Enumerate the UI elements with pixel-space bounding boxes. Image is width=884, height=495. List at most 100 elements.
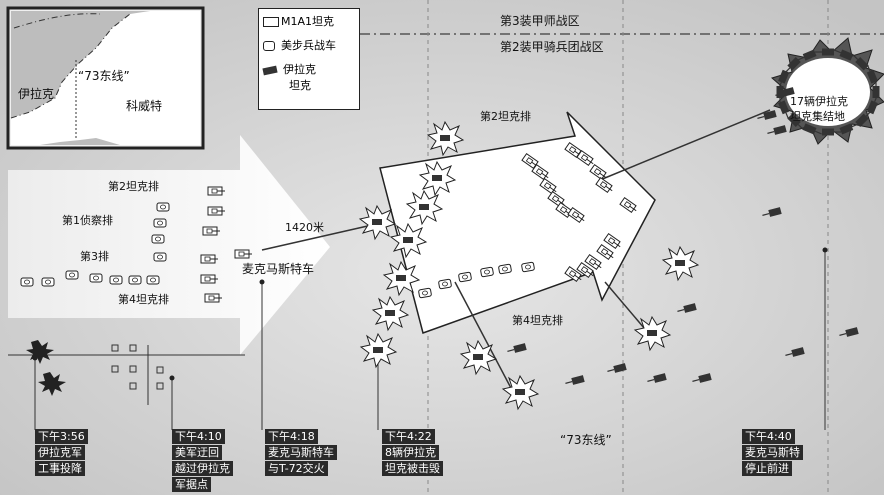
timeline-desc: 美军迂回: [172, 445, 222, 460]
ifv-marker: [109, 275, 123, 285]
ifv-marker: [480, 266, 494, 278]
timeline-time: 下午3:56: [35, 429, 88, 444]
iraqi-tank-marker: [607, 363, 627, 373]
destroyed-tank-burst: [359, 332, 398, 369]
iraqi-tank-marker: [839, 327, 859, 337]
destroyed-tank-burst: [371, 295, 410, 332]
iraqi-tank-marker: [866, 64, 878, 84]
assembly-explosion: [770, 37, 884, 145]
iraqi-tank-marker: [778, 100, 790, 120]
iraqi-tank-marker: [834, 49, 854, 61]
m1a1-tank-marker: [603, 233, 621, 249]
iraqi-tank-marker: [785, 347, 805, 357]
inset-map: [6, 6, 205, 150]
legend-ifv-row: 美步兵战车: [263, 39, 336, 52]
label-distance: 1420米: [285, 221, 324, 234]
destroyed-tank-burst: [405, 189, 444, 226]
iraqi-tank-marker: [565, 375, 585, 385]
timeline-desc: 越过伊拉克: [172, 461, 233, 476]
ifv-marker: [20, 277, 34, 287]
iraqi-tank-marker: [677, 303, 697, 313]
label-platoon4-left: 第4坦克排: [118, 293, 169, 306]
ifv-marker: [151, 234, 165, 244]
destroyed-tank-burst: [382, 260, 421, 297]
label-assembly-1: 17辆伊拉克: [790, 95, 848, 108]
iraqi-tank-marker: [692, 373, 712, 383]
ifv-marker: [418, 287, 432, 299]
legend-iraqi-row: 伊拉克: [262, 63, 316, 76]
label-platoon4-right: 第4坦克排: [512, 314, 563, 327]
iraqi-units: [507, 48, 880, 385]
label-platoon2-right: 第2坦克排: [480, 110, 531, 123]
ifv-marker: [65, 270, 79, 280]
m1a1-tank-marker: [200, 254, 218, 264]
iraqi-tank-marker: [776, 86, 784, 105]
label-73-easting: “73东线”: [560, 433, 612, 447]
ifv-marker: [156, 202, 170, 212]
m1a1-tank-marker: [589, 164, 607, 180]
timeline-desc: 停止前进: [742, 461, 792, 476]
legend: M1A1坦克 美步兵战车 伊拉克 坦克: [258, 8, 360, 110]
inset-label-line: “73东线”: [78, 69, 130, 83]
iraqi-tank-marker: [762, 207, 782, 217]
timeline-time: 下午4:40: [742, 429, 795, 444]
ifv-icon: [263, 41, 275, 51]
m1a1-tank-marker: [204, 293, 222, 303]
label-mcmaster: 麦克马斯特车: [242, 262, 315, 276]
surrender-bursts: [26, 340, 66, 396]
ifv-marker: [41, 277, 55, 287]
m1a1-tank-marker: [531, 164, 549, 180]
timeline-desc: 与T-72交火: [265, 461, 328, 476]
destroyed-tanks: [358, 120, 700, 411]
m1a1-tank-marker: [539, 178, 557, 194]
timeline-desc: 伊拉克军: [35, 445, 85, 460]
iraqi-tank-marker: [787, 113, 804, 130]
destroyed-tank-burst: [501, 374, 540, 411]
timeline-time: 下午4:10: [172, 429, 225, 444]
timeline-desc: 麦克马斯特车: [265, 445, 337, 460]
label-platoon3: 第3排: [80, 250, 109, 263]
m1a1-tank-marker: [567, 207, 585, 223]
m1a1-tank-marker: [234, 249, 252, 259]
m1a1-tank-marker: [207, 186, 225, 196]
inset-label-kuwait: 科威特: [126, 99, 163, 113]
iraqi-tank-marker: [815, 48, 834, 56]
timeline-desc: 军据点: [172, 477, 211, 492]
legend-iraqi-label-1: 伊拉克: [283, 63, 316, 76]
m1a1-tank-marker: [595, 177, 613, 193]
destroyed-tank-burst: [389, 222, 428, 259]
m1a1-tank-marker: [564, 266, 582, 282]
iraqi-tank-marker: [866, 95, 878, 115]
m1a1-icon: [263, 17, 279, 27]
ifv-marker: [153, 252, 167, 262]
timeline-desc: 8辆伊拉克: [382, 445, 439, 460]
destroyed-tank-burst: [358, 204, 397, 241]
m1a1-tank-marker: [596, 244, 614, 260]
legend-iraqi-label-2: 坦克: [289, 79, 311, 92]
destroyed-tank-burst: [661, 245, 700, 282]
zone-cavalry-regiment: 第2装甲骑兵团战区: [500, 40, 604, 54]
legend-m1a1-label: M1A1坦克: [281, 15, 335, 28]
legend-m1a1-row: M1A1坦克: [263, 15, 334, 28]
iraqi-tank-marker: [852, 54, 869, 71]
timeline-desc: 工事投降: [35, 461, 85, 476]
timeline-desc: 坦克被击毁: [382, 461, 443, 476]
ifv-marker: [89, 273, 103, 283]
m1a1-tank-marker: [584, 254, 602, 270]
iraqi-tank-marker: [647, 373, 667, 383]
destroyed-tank-burst: [418, 160, 457, 197]
ifv-marker: [498, 263, 512, 275]
m1a1-tank-marker: [619, 197, 637, 213]
iraqi-tank-icon: [262, 65, 278, 75]
iraqi-tank-marker: [802, 123, 822, 135]
label-platoon2-left: 第2坦克排: [108, 180, 159, 193]
iraqi-tank-marker: [778, 69, 790, 89]
destroyed-tank-burst: [633, 315, 672, 352]
destroyed-tank-burst: [426, 120, 465, 157]
label-assembly-2: 坦克集结地: [790, 110, 845, 123]
